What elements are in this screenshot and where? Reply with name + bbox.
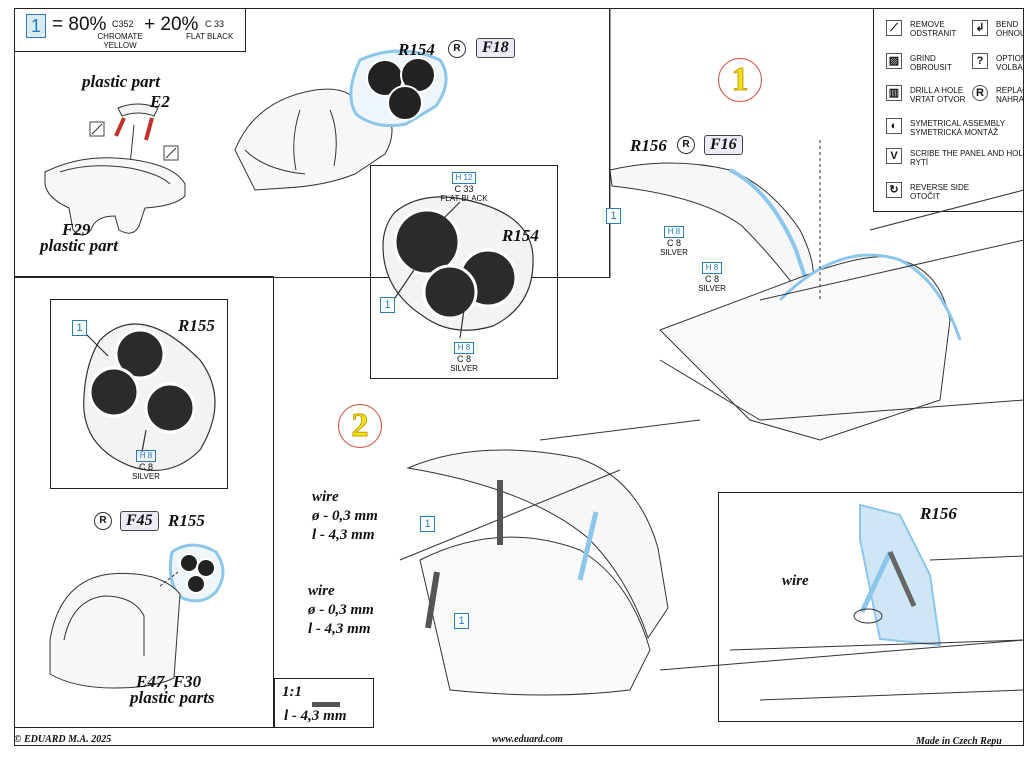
f16-badge: F16: [704, 135, 743, 155]
r155-inset-label: R155: [178, 316, 215, 335]
bend-icon: ↲: [972, 20, 988, 36]
step-2-marker: 2: [338, 404, 382, 448]
paint-mix-tag: 1: [26, 14, 46, 38]
step2-tag-upper: 1: [420, 516, 435, 532]
step1-tag: 1: [606, 208, 621, 224]
f29-label: F29: [62, 220, 91, 239]
legend-reverse: REVERSE SIDE OTOČIT: [910, 183, 970, 201]
footer-url: www.eduard.com: [492, 734, 563, 745]
e47-hood-drawing: [49, 543, 225, 689]
replace-icon: R: [972, 85, 988, 101]
e2-part-drawing: [44, 103, 186, 236]
option-icon: ?: [972, 53, 988, 69]
legend-replace: REPLAC NAHRA: [996, 86, 1024, 104]
paint-mix-header: [14, 8, 246, 52]
grind-icon: ▨: [886, 53, 902, 69]
e2-label: E2: [150, 92, 170, 111]
mix-percent-1: = 80%: [52, 14, 107, 35]
e47-plastic-parts-label: plastic parts: [130, 688, 215, 707]
scale-length: l - 4,3 mm: [284, 708, 347, 724]
r154-inset-box: [370, 165, 558, 379]
legend-box: [873, 8, 1024, 212]
r155-label: R155: [168, 511, 205, 530]
step1-color-silver-b: H 8 C 8 SILVER: [698, 262, 726, 293]
step1-fuselage-drawing: [609, 140, 1024, 441]
legend-symmetrical: SYMETRICAL ASSEMBLY SYMETRICKÁ MONTÁŽ: [910, 119, 1006, 137]
reverse-icon: ↻: [886, 182, 902, 198]
legend-drill: DRILL A HOLE VRTAT OTVOR: [910, 86, 966, 104]
step2-fuselage-drawing: [399, 419, 1024, 696]
r154-hood-drawing: [234, 49, 448, 191]
r155-inset-box: [50, 299, 228, 489]
remove-icon: ⟋: [886, 20, 902, 36]
r154-replace-icon: R: [448, 40, 466, 58]
legend-grind: GRIND OBROUSIT: [910, 54, 952, 72]
r155-inset-drawing: [83, 323, 216, 472]
scribe-icon: V: [886, 148, 902, 164]
r156-replace-icon: R: [677, 136, 695, 154]
f29-plastic-part-label: plastic part: [40, 236, 118, 255]
drill-icon: ▥: [886, 85, 902, 101]
plastic-part-label: plastic part: [82, 72, 160, 91]
scale-bar: [312, 702, 340, 707]
r154-tag: 1: [380, 297, 395, 313]
legend-option: OPTION VOLBA: [996, 54, 1024, 72]
r155-tag: 1: [72, 320, 87, 336]
step1-color-silver-a: H 8 C 8 SILVER: [660, 226, 688, 257]
legend-bend: BEND OHNOU: [996, 20, 1024, 38]
r156-detail-box: [718, 492, 1024, 722]
r156-detail-drawing: [729, 503, 1024, 701]
step2-tag-lower: 1: [454, 613, 469, 629]
r154-inset-drawing: [382, 196, 534, 339]
wire-note-2: wire ø - 0,3 mm l - 4,3 mm: [308, 583, 374, 637]
r154-inset-label: R154: [502, 226, 539, 245]
r154-top-label: R154: [398, 40, 435, 59]
mix-code-1: C352: [112, 19, 134, 29]
r154-color-silver: H 8 C 8 SILVER: [450, 342, 478, 373]
legend-remove: REMOVE ODSTRANIT: [910, 20, 957, 38]
scale-box: [274, 678, 374, 728]
footer-made-in: Made in Czech Repu: [916, 736, 1002, 747]
wire-detail-label: wire: [782, 573, 809, 589]
r156-detail-label: R156: [920, 504, 957, 523]
wire-note-1: wire ø - 0,3 mm l - 4,3 mm: [312, 489, 378, 543]
e47-f30-label: E47, F30: [136, 672, 202, 691]
f18-badge: F18: [476, 38, 515, 58]
legend-scribe: SCRIBE THE PANEL AND HOLE RYTÍ: [910, 149, 1024, 167]
scale-ratio: 1:1: [282, 684, 302, 700]
symmetrical-icon: ◐: [886, 118, 902, 134]
f45-badge: F45: [120, 511, 159, 531]
mix-name-1: CHROMATE YELLOW: [97, 32, 143, 50]
r156-label: R156: [630, 136, 667, 155]
footer-copyright: © EDUARD M.A. 2025: [14, 734, 112, 745]
r155-color-silver: H 8 C 8 SILVER: [132, 450, 160, 481]
step-1-marker: 1: [718, 58, 762, 102]
r154-color-black: H 12 C 33 FLAT BLACK: [440, 172, 488, 203]
mix-name-2: FLAT BLACK: [186, 32, 234, 41]
f45-replace-icon: R: [94, 512, 112, 530]
mix-percent-2: + 20%: [144, 14, 199, 35]
mix-code-2: C 33: [205, 19, 225, 29]
